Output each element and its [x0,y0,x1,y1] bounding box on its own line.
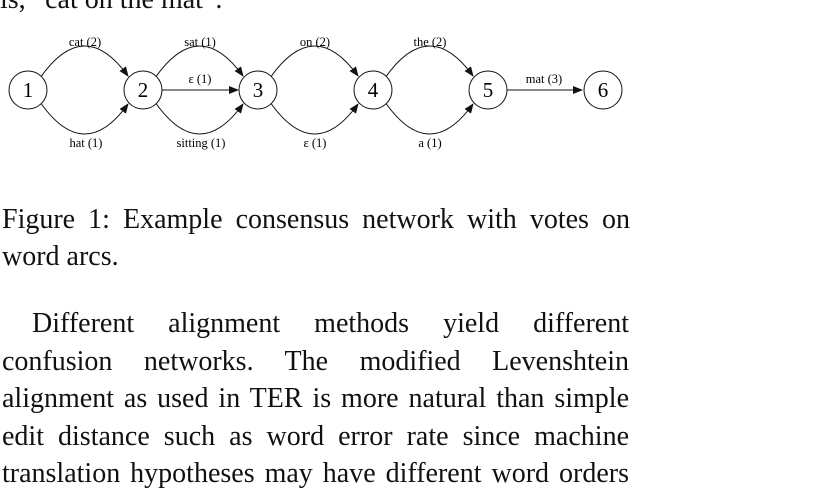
arc-3-4-top [269,45,359,79]
arc-1-2-top [39,45,129,79]
node-3-label: 3 [253,78,264,102]
arc-2-3-bottom [154,101,244,135]
arc-3-4-bottom [269,101,359,135]
consensus-network-diagram: 1 2 3 4 5 6 cat (2) hat (1) sat (1) ε (1… [8,35,623,150]
arc-label-cat: cat (2) [69,35,101,49]
node-6-label: 6 [598,78,609,102]
node-5: 5 [468,70,508,110]
arc-label-sitting: sitting (1) [177,136,226,150]
arc-label-sat: sat (1) [184,35,216,49]
arc-label-epsilon-3-4: ε (1) [304,136,327,150]
body-paragraph: Different alignment methods yield differ… [2,308,629,489]
node-1-label: 1 [23,78,34,102]
arc-label-the: the (2) [414,35,447,49]
preceding-text-fragment: is, “cat on the mat”. [0,0,222,16]
arc-1-2-bottom [39,101,129,135]
arc-label-a: a (1) [418,136,441,150]
node-2-label: 2 [138,78,149,102]
figure-caption: Figure 1: Example consensus network with… [2,204,630,272]
node-3: 3 [238,70,278,110]
arc-label-epsilon-2-3: ε (1) [189,72,212,86]
consensus-network-figure: 1 2 3 4 5 6 cat (2) hat (1) sat (1) ε (1… [0,0,640,160]
node-1: 1 [8,70,48,110]
arc-label-mat: mat (3) [526,72,562,86]
arc-2-3-top [154,45,244,79]
arc-4-5-bottom [384,101,474,135]
node-4: 4 [353,70,393,110]
arc-4-5-top [384,45,474,79]
node-4-label: 4 [368,78,379,102]
node-6: 6 [583,70,623,110]
arc-label-on: on (2) [300,35,330,49]
node-2: 2 [123,70,163,110]
node-5-label: 5 [483,78,494,102]
arc-label-hat: hat (1) [70,136,103,150]
